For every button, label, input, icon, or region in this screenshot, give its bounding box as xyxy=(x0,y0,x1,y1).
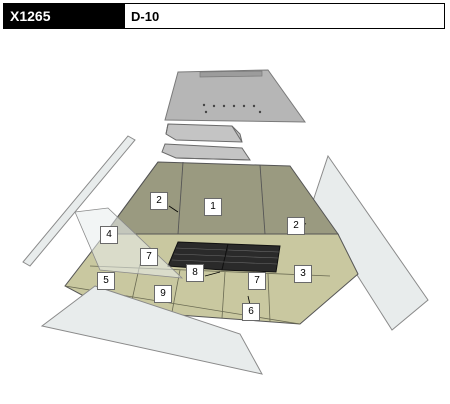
left-side-glass xyxy=(22,135,136,267)
label-3: 3 xyxy=(294,265,312,283)
label-7-right: 7 xyxy=(248,272,266,290)
model-name: D-10 xyxy=(125,4,444,28)
label-6: 6 xyxy=(242,303,260,321)
exploded-diagram: 1 2 2 3 4 5 6 7 7 8 9 xyxy=(0,34,450,404)
grate xyxy=(167,241,281,273)
label-9: 9 xyxy=(154,285,172,303)
label-5: 5 xyxy=(97,272,115,290)
label-7-left: 7 xyxy=(140,248,158,266)
label-1: 1 xyxy=(204,198,222,216)
header-bar: X1265 D-10 xyxy=(3,3,445,29)
label-8: 8 xyxy=(186,264,204,282)
bracket-lower xyxy=(161,143,251,161)
label-2-left: 2 xyxy=(150,192,168,210)
front-glass xyxy=(40,285,263,375)
right-side-glass xyxy=(311,154,429,331)
part-code: X1265 xyxy=(4,4,125,28)
label-4: 4 xyxy=(100,226,118,244)
bracket-upper xyxy=(165,123,243,143)
baffle-plate xyxy=(164,69,306,123)
diagram-drawing xyxy=(22,69,429,375)
label-2-right: 2 xyxy=(287,217,305,235)
